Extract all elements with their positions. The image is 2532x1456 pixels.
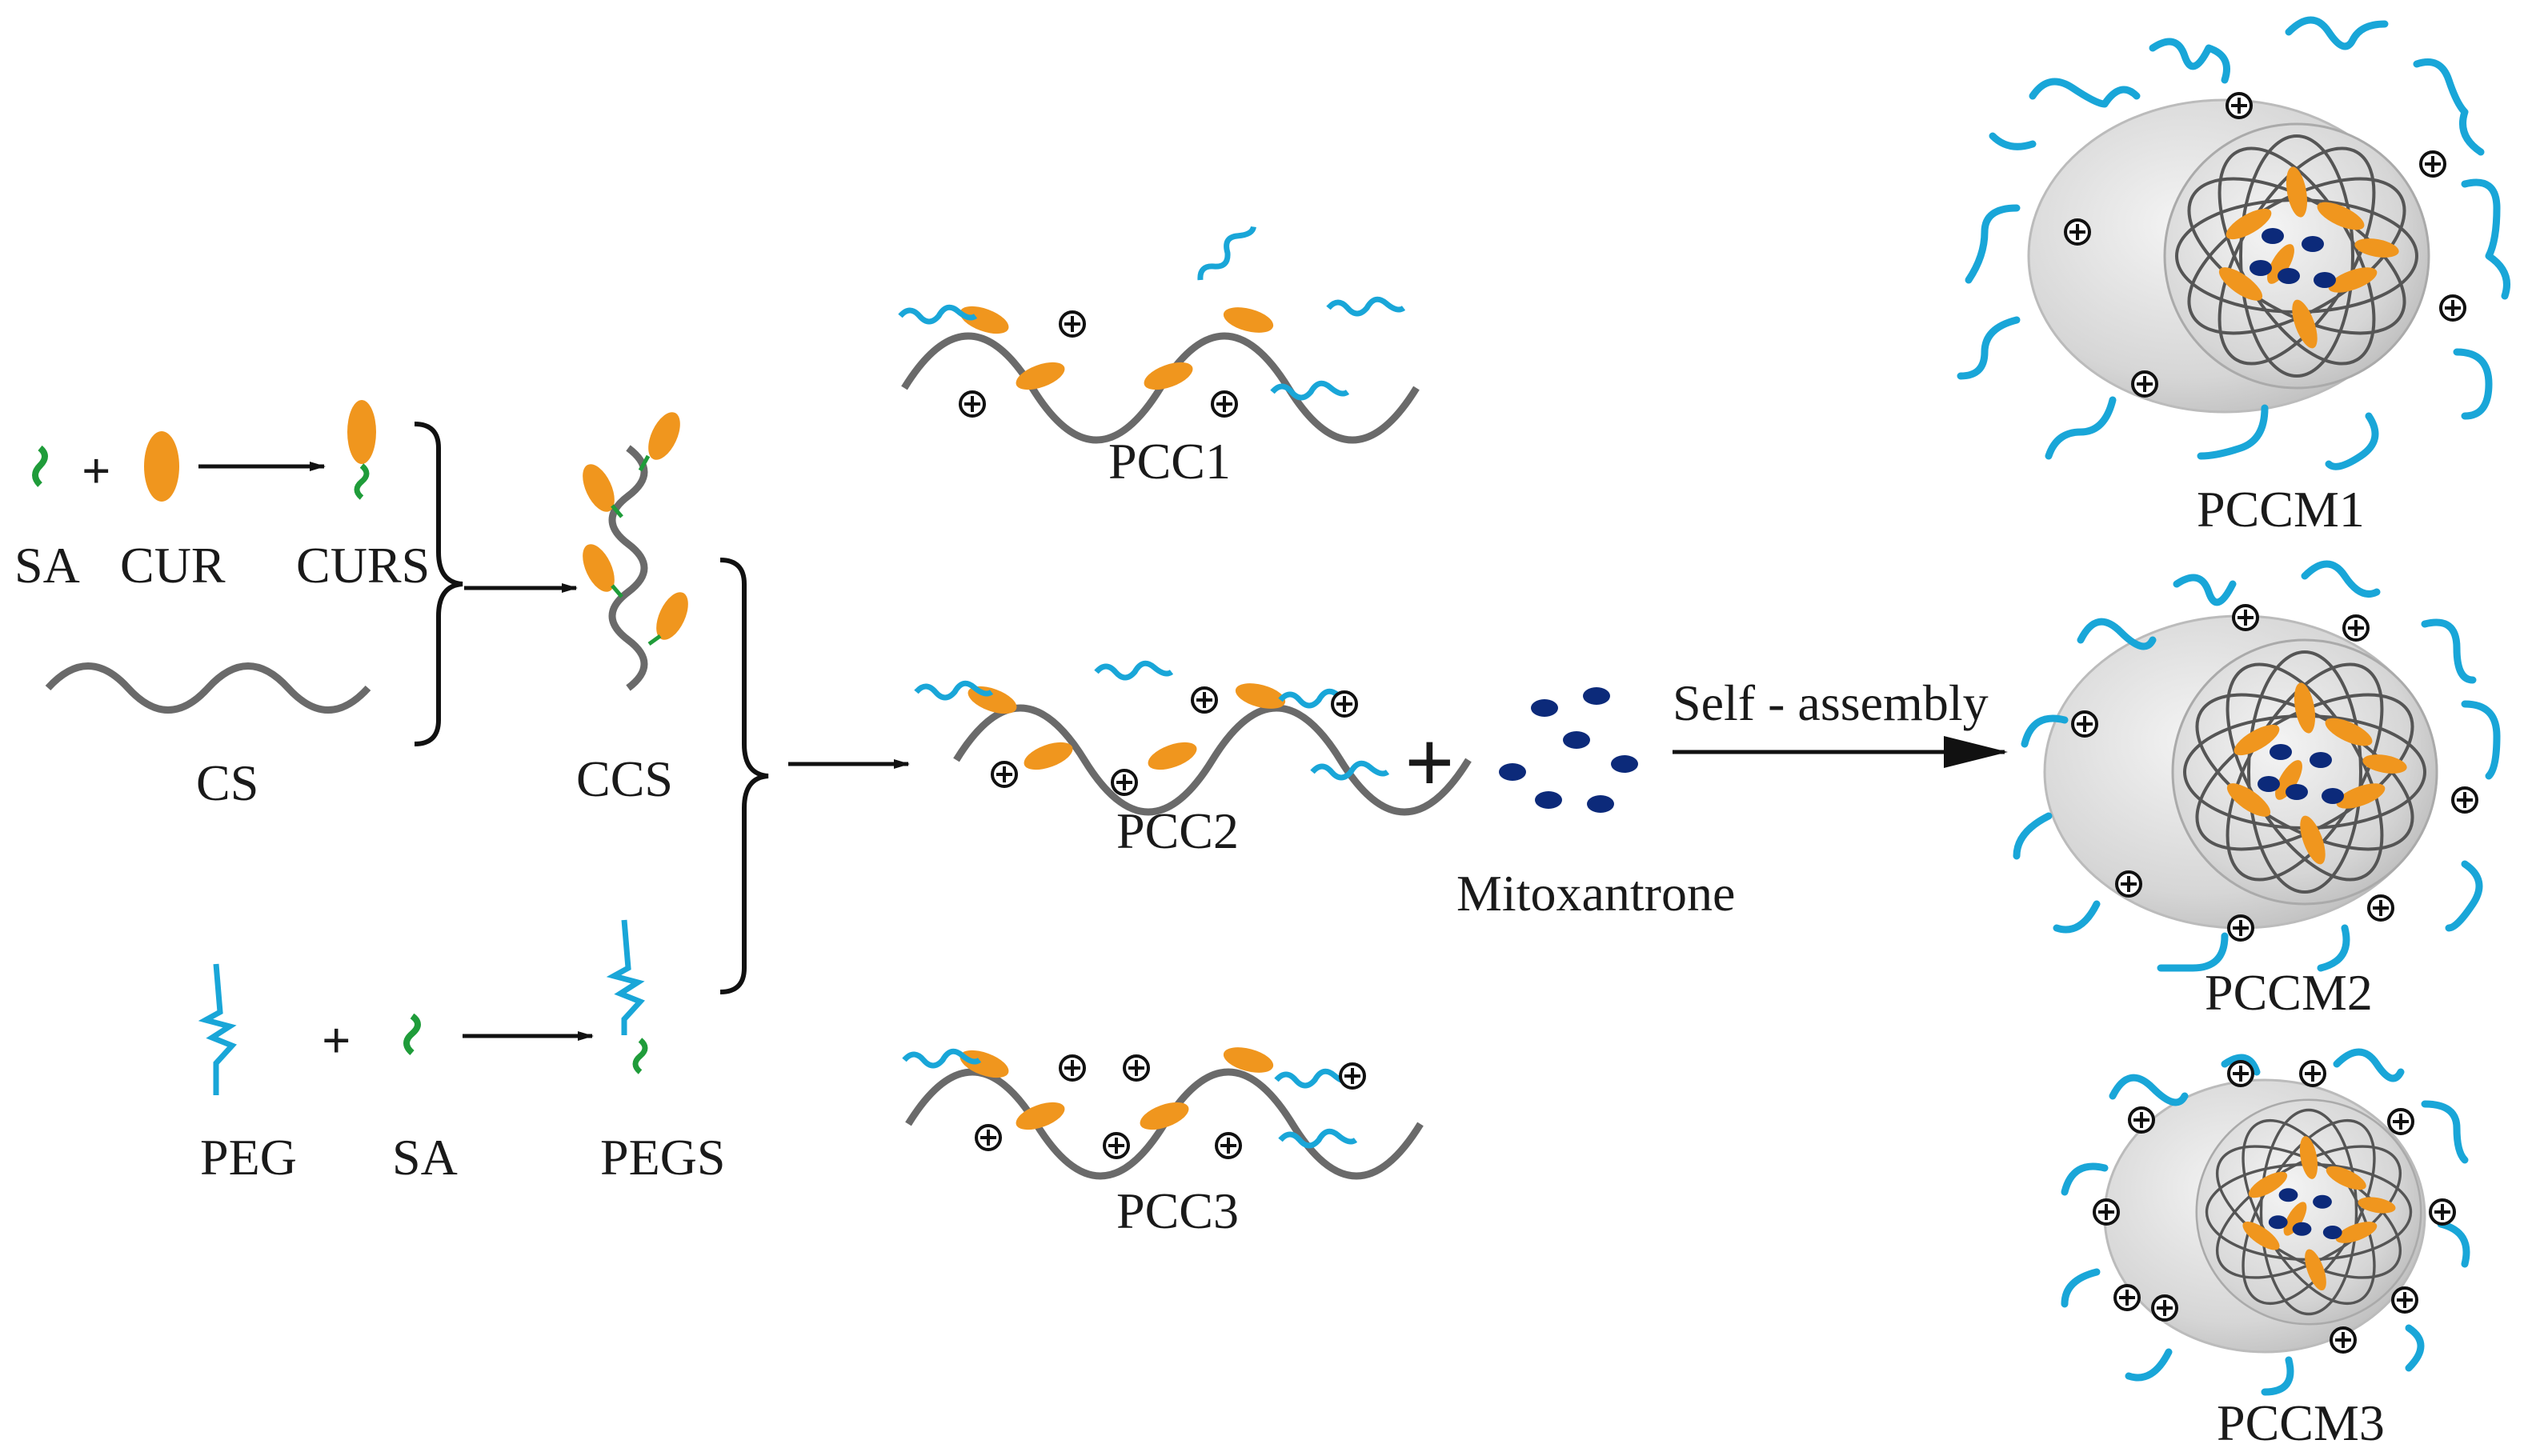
positive-charge-icon — [2113, 1284, 2141, 1311]
positive-charge-icon — [1215, 1132, 1242, 1159]
positive-charge-icon — [2367, 894, 2394, 922]
pcc2-polymer — [916, 663, 1472, 816]
positive-charge-icon — [2226, 92, 2253, 119]
ccs-label: CCS — [576, 750, 673, 807]
positive-charge-icon — [2093, 1198, 2120, 1226]
plus-operator: + — [82, 442, 110, 499]
pccm2-micelle — [2013, 560, 2501, 972]
brace-2 — [719, 558, 769, 994]
pcc1-polymer — [900, 221, 1420, 444]
cur-label: CUR — [120, 537, 226, 594]
pegs-molecule-icon — [606, 919, 648, 1074]
positive-charge-icon — [959, 390, 986, 418]
curs-label: CURS — [296, 537, 430, 594]
pcc1-label: PCC1 — [1108, 433, 1231, 490]
stearic-acid-icon — [32, 445, 48, 487]
pcc3-polymer — [904, 1047, 1424, 1180]
positive-charge-icon — [2115, 870, 2142, 898]
curs-molecule-icon — [347, 400, 376, 500]
pegs-label: PEGS — [600, 1129, 726, 1186]
sa-label-top: SA — [14, 537, 80, 594]
positive-charge-icon — [2429, 1198, 2456, 1226]
positive-charge-icon — [991, 761, 1018, 788]
pcc3-label: PCC3 — [1116, 1182, 1239, 1239]
plus-operator: + — [1404, 714, 1455, 811]
self-assembly-label: Self - assembly — [1673, 674, 1989, 731]
positive-charge-icon — [975, 1124, 1002, 1151]
positive-charge-icon — [1191, 686, 1218, 714]
positive-charge-icon — [2330, 1326, 2357, 1354]
cs-chain: CS — [45, 662, 371, 811]
positive-charge-icon — [2131, 370, 2158, 398]
positive-charge-icon — [2071, 710, 2098, 738]
positive-charge-icon — [1211, 390, 1238, 418]
pccm1-label: PCCM1 — [2197, 481, 2365, 538]
chitosan-chain-icon — [45, 662, 371, 714]
positive-charge-icon — [1339, 1062, 1366, 1090]
positive-charge-icon — [2064, 218, 2091, 246]
positive-charge-icon — [2227, 1060, 2254, 1087]
brace-1 — [414, 422, 463, 746]
positive-charge-icon — [2439, 294, 2466, 322]
positive-charge-icon — [2128, 1106, 2155, 1134]
positive-charge-icon — [2232, 604, 2259, 631]
positive-charge-icon — [1111, 769, 1138, 796]
peg-label: PEG — [200, 1129, 297, 1186]
mitoxantrone-icon — [1499, 687, 1638, 813]
sa-curcumin-reaction: SA + CUR CURS — [14, 400, 430, 594]
positive-charge-icon — [1103, 1132, 1130, 1159]
positive-charge-icon — [2419, 150, 2446, 178]
positive-charge-icon — [2151, 1294, 2178, 1322]
positive-charge-icon — [2299, 1060, 2326, 1087]
positive-charge-icon — [2227, 914, 2254, 942]
sa-label-bottom: SA — [392, 1129, 458, 1186]
mitoxantrone-label: Mitoxantrone — [1456, 865, 1735, 922]
positive-charge-icon — [1123, 1054, 1150, 1082]
pccm3-label: PCCM3 — [2217, 1394, 2385, 1451]
pccm2-label: PCCM2 — [2205, 964, 2373, 1021]
peg-sa-reaction: PEG + SA PEGS — [198, 919, 726, 1186]
curcumin-icon — [144, 431, 179, 502]
positive-charge-icon — [2451, 786, 2478, 814]
positive-charge-icon — [1059, 310, 1086, 338]
peg-icon — [198, 963, 237, 1095]
cs-label: CS — [196, 754, 258, 811]
plus-operator: + — [322, 1012, 351, 1069]
positive-charge-icon — [2342, 614, 2370, 642]
positive-charge-icon — [1059, 1054, 1086, 1082]
pccm3-micelle — [2061, 1048, 2470, 1396]
positive-charge-icon — [2391, 1286, 2418, 1314]
stearic-acid-icon — [403, 1013, 421, 1056]
positive-charge-icon — [1331, 690, 1358, 718]
positive-charge-icon — [2387, 1108, 2414, 1135]
pcc2-label: PCC2 — [1116, 802, 1239, 859]
ccs-molecule — [583, 412, 688, 691]
pccm1-micelle — [1957, 16, 2510, 470]
